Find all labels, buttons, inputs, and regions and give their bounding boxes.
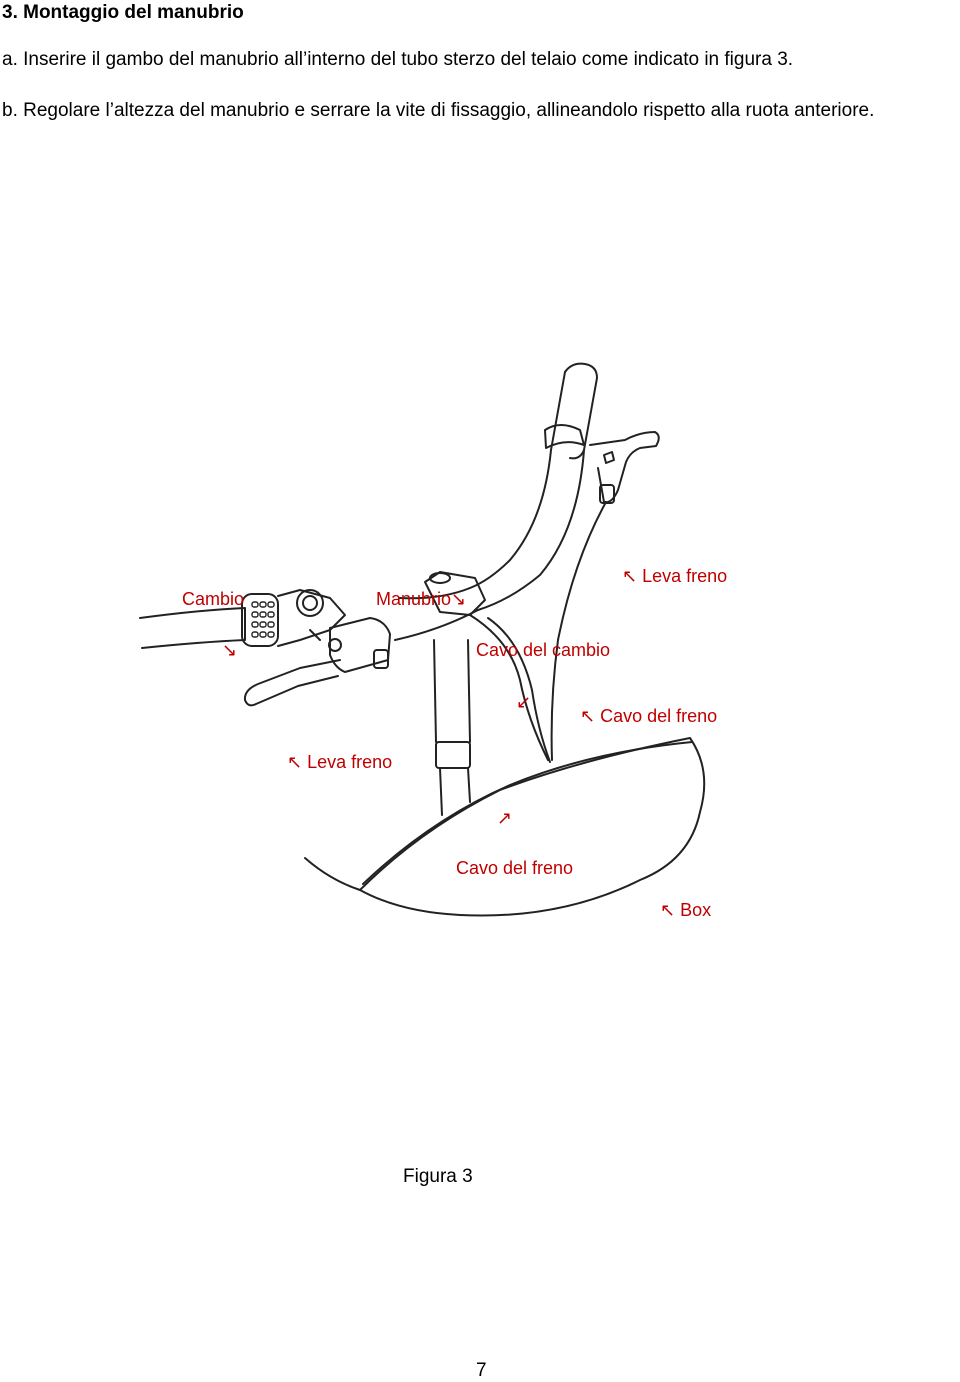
front-box xyxy=(359,737,706,917)
right-brake-clamp xyxy=(544,424,585,449)
label-cambio: Cambio xyxy=(182,589,245,609)
label-manubrio: Manubrio↘ xyxy=(376,589,467,609)
shifter-dial xyxy=(296,589,324,617)
handlebar-left xyxy=(139,607,246,649)
down-right-arrow-icon: ↘ xyxy=(451,589,467,609)
handlebar-tube xyxy=(469,449,552,589)
section-heading: 3. Montaggio del manubrio xyxy=(2,2,244,23)
up-left-arrow-icon: ↖ xyxy=(622,566,638,586)
label-box: ↖ Box xyxy=(660,900,712,920)
up-left-arrow-icon: ↖ xyxy=(660,900,676,920)
frame-lower xyxy=(304,857,361,891)
down-left-arrow-icon: ↙ xyxy=(516,692,532,712)
up-right-arrow-icon: ↗ xyxy=(497,808,513,828)
label-cavo-del-cambio: Cavo del cambio xyxy=(476,640,611,660)
figure-caption: Figura 3 xyxy=(403,1166,473,1187)
up-left-arrow-icon: ↖ xyxy=(580,706,596,726)
gear-cable xyxy=(469,614,549,761)
up-left-arrow-icon: ↖ xyxy=(287,752,303,772)
handlebar-right-grip xyxy=(564,362,598,460)
label-cavo-del-freno-right: ↖ Cavo del freno xyxy=(580,706,718,726)
step-a-text: a. Inserire il gambo del manubrio all’in… xyxy=(2,49,794,70)
shifter-body xyxy=(277,589,346,647)
brake-cable-right xyxy=(550,501,607,761)
right-adjuster xyxy=(599,484,615,504)
left-brake-lever xyxy=(243,659,341,707)
handlebar-assembly-illustration xyxy=(139,362,706,917)
stem-collar xyxy=(435,741,471,769)
gear-shifter-grip xyxy=(241,593,279,647)
left-brake-body xyxy=(329,617,391,673)
head-tube xyxy=(433,639,471,743)
label-cavo-del-freno-bottom: Cavo del freno xyxy=(456,858,574,878)
label-leva-freno-right: ↖ Leva freno xyxy=(622,566,728,586)
label-leva-freno-left: ↖ Leva freno xyxy=(287,752,393,772)
step-b-text: b. Regolare l’altezza del manubrio e ser… xyxy=(2,100,875,121)
shifter-grip-ridges xyxy=(251,601,275,638)
page-number: 7 xyxy=(476,1360,487,1381)
down-right-arrow-icon: ↘ xyxy=(222,640,238,660)
